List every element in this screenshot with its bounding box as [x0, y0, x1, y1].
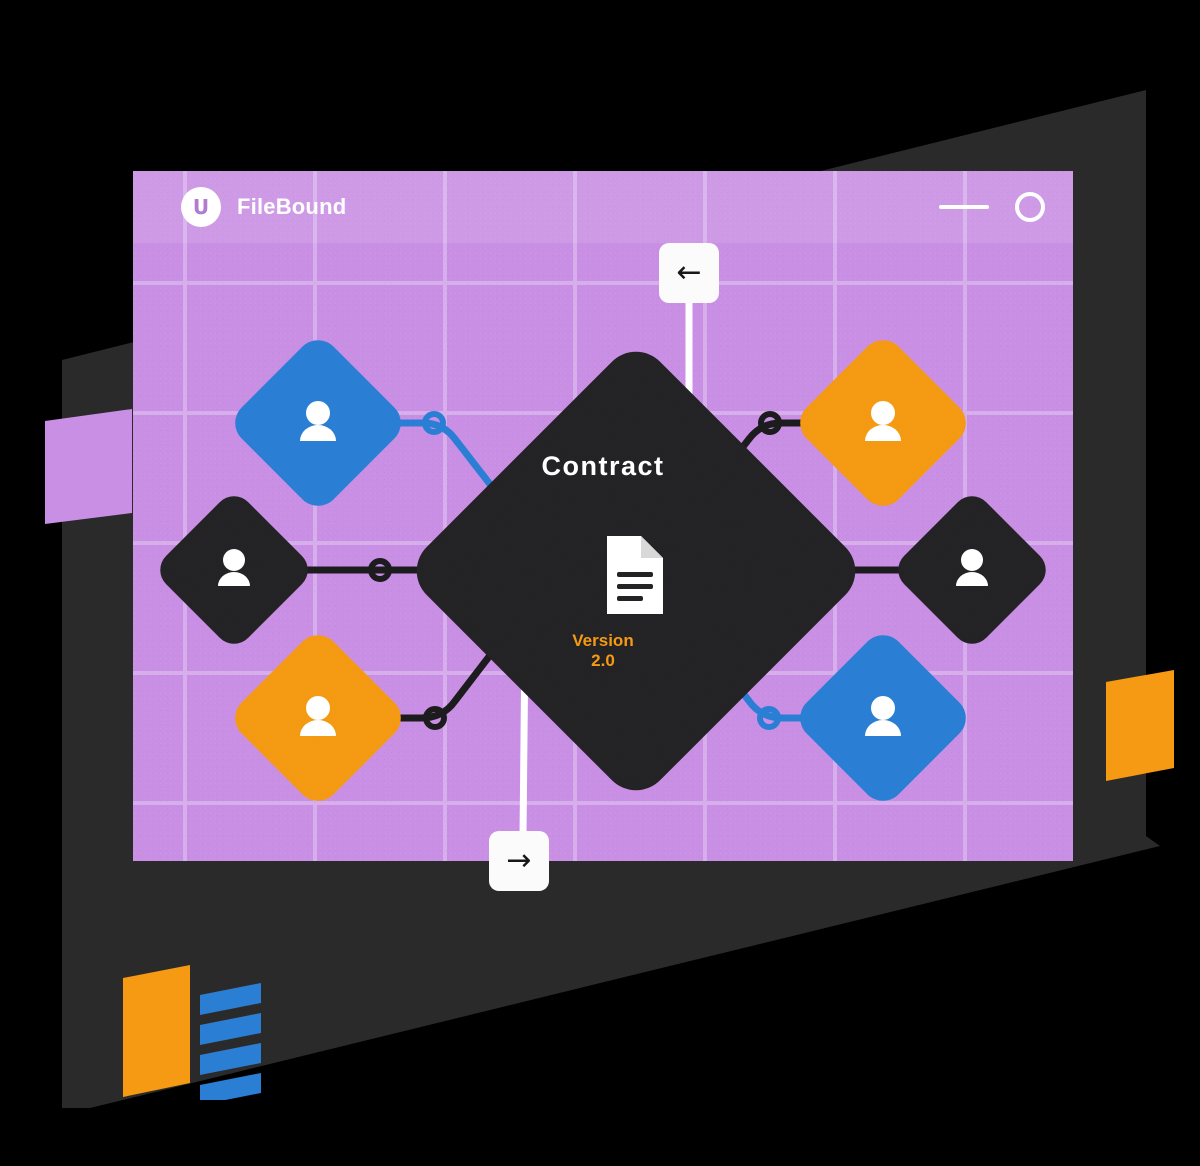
connector-joint-ring — [368, 558, 392, 582]
person-icon — [865, 696, 901, 736]
arrow-left-icon: ← — [676, 255, 702, 290]
minimize-dash-icon[interactable] — [939, 205, 989, 209]
badge-blue-bars — [200, 983, 261, 1105]
workflow-canvas: Contract Version 2.0 — [133, 171, 1073, 861]
brand: U FileBound — [181, 187, 346, 227]
node-user-top-right[interactable] — [791, 331, 975, 515]
badge-orange-block — [123, 965, 190, 1097]
person-icon — [300, 401, 336, 441]
person-icon — [956, 549, 988, 586]
connector-joint-ring — [422, 411, 446, 435]
brand-name: FileBound — [237, 194, 347, 219]
decor-right-orange-block — [1100, 650, 1200, 790]
decor-badge-group — [110, 955, 290, 1105]
person-icon — [300, 696, 336, 736]
filebound-u-logo-icon: U — [181, 187, 221, 227]
node-user-top-left[interactable] — [226, 331, 410, 515]
connector-joint-ring — [423, 706, 447, 730]
window-controls — [939, 192, 1045, 222]
version-number: 2.0 — [591, 651, 615, 671]
flow-out-button[interactable]: → — [489, 831, 549, 891]
node-user-bottom-left[interactable] — [226, 626, 410, 810]
connector-joint-ring — [758, 411, 782, 435]
connector-joint-ring — [757, 706, 781, 730]
filebound-window: U FileBound — [133, 171, 1073, 861]
decor-left-purple-block — [40, 405, 150, 535]
person-icon — [218, 549, 250, 586]
person-icon — [865, 401, 901, 441]
version-badge: Version 2.0 — [538, 631, 668, 671]
node-user-bottom-right[interactable] — [791, 626, 975, 810]
arrow-right-icon: → — [506, 843, 532, 878]
window-titlebar: U FileBound — [133, 171, 1073, 243]
version-label: Version — [572, 631, 634, 650]
node-user-mid-right[interactable] — [890, 488, 1054, 652]
flow-in-button[interactable]: ← — [659, 243, 719, 303]
document-icon — [607, 536, 663, 614]
node-user-mid-left[interactable] — [152, 488, 316, 652]
center-node-contract[interactable] — [403, 338, 870, 805]
circle-outline-icon[interactable] — [1015, 192, 1045, 222]
